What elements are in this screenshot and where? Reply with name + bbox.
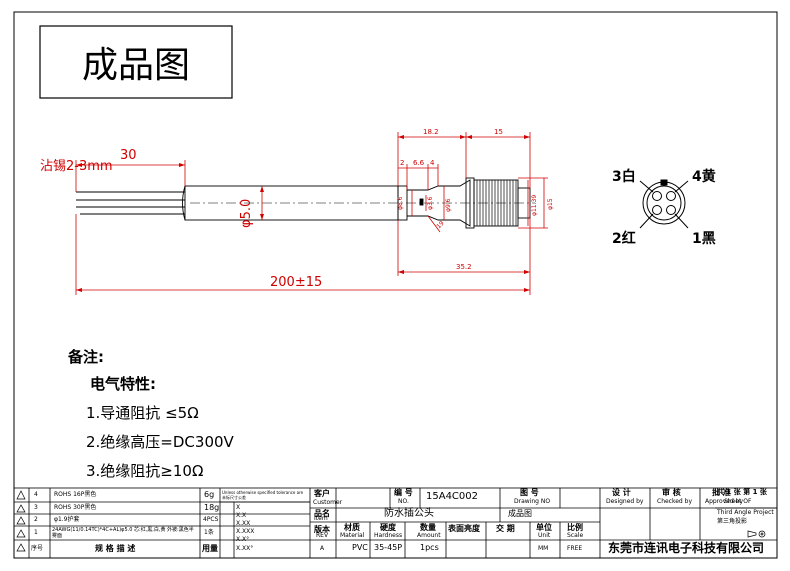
tolerance: X.X (236, 512, 247, 519)
amount-label: 数量 (420, 523, 436, 532)
dim-18-2: 18.2 (423, 128, 439, 136)
drawing-label: 图 号 (520, 488, 539, 497)
hardness-en: Hardness (374, 532, 403, 539)
row-desc: 24AWG(11/0.14TC)*4C+AL)φ5.0 芯:红,黑,白,黄 外被… (52, 527, 194, 539)
material-value: PVC (352, 543, 368, 552)
note-item: 2.绝缘高压=DC300V (86, 433, 234, 451)
scale-value: FREE (567, 545, 583, 552)
row-no: 2 (34, 516, 38, 523)
header-no: 序号 (31, 545, 44, 552)
dim-4: 4 (430, 159, 435, 167)
approved-label: 批 准 (712, 488, 731, 497)
row-no: 3 (34, 504, 38, 511)
rev-value: A (320, 545, 325, 552)
hardness-label: 硬度 (380, 523, 396, 532)
unit-label: 单位 (536, 523, 552, 532)
dim-tin-length: 30 (120, 148, 137, 163)
header-qty: 用量 (202, 544, 218, 553)
material-en: Material (340, 532, 365, 539)
customer-en: Customer (313, 499, 343, 506)
dim-phi8-6: φ8.6 (397, 196, 404, 211)
note-item: 1.导通阻抗 ≤5Ω (86, 404, 199, 422)
cross-label: 交 期 (496, 524, 515, 533)
dim-2: 2 (400, 159, 405, 167)
material-label: 材质 (344, 523, 360, 532)
dim-total-length: 200±15 (270, 275, 323, 290)
row-qty: 18g (204, 503, 220, 512)
designed-label: 设 计 (612, 488, 631, 497)
item-en: Item (314, 515, 328, 522)
tolerance: X.XXX (236, 528, 255, 535)
row-desc: φ1.9护套 (54, 516, 80, 523)
row-qty: 6g (204, 490, 215, 499)
drawing-title: 成品图 (81, 45, 190, 86)
dim-phi9-6: φ9.6 (445, 198, 452, 213)
amount-value: 1pcs (420, 543, 439, 552)
unit-en: Unit (538, 532, 551, 539)
hardness-value: 35-45P (374, 543, 403, 552)
drawing-value: 成品图 (508, 509, 532, 518)
row-no: 4 (34, 491, 38, 498)
no-value: 15A4C002 (426, 491, 478, 502)
dim-35-2: 35.2 (456, 263, 472, 271)
row-no: 1 (34, 529, 38, 536)
dim-phi3-6: φ3.6 (427, 196, 434, 211)
pin-4-label: 4黄 (692, 169, 716, 185)
projection: Third Angle Project (717, 509, 774, 516)
dim-6-6: 6.6 (413, 159, 425, 167)
header-desc: 规 格 描 述 (95, 544, 136, 553)
row-desc: ROHS 30P黑色 (54, 504, 97, 511)
scale-en: Scale (567, 532, 584, 539)
tolerance: X.XX° (236, 545, 254, 552)
checked-en: Checked by (657, 498, 693, 505)
pin-1-label: 1黑 (692, 231, 716, 247)
notes-heading: 备注: (68, 348, 104, 366)
tolerance: X (236, 504, 241, 511)
notes: 备注: 电气特性: 1.导通阻抗 ≤5Ω 2.绝缘高压=DC300V 3.绝缘阻… (68, 346, 234, 481)
row-qty: 1条 (204, 529, 214, 536)
pin-3-label: 3白 (612, 169, 636, 185)
sheet-en: Sheet OF (724, 498, 752, 505)
note-item: 3.绝缘阻抗≥10Ω (86, 462, 204, 480)
amount-en: Amount (417, 532, 441, 539)
approved-en: Approved by (705, 498, 744, 505)
scale-label: 比例 (567, 523, 583, 532)
customer-label: 客户 (314, 489, 330, 498)
tolerance-note: Unless otherwise specified tolerance are… (222, 490, 304, 501)
surface-label: 表面亮度 (448, 524, 480, 533)
tolerance: X.XX (236, 520, 251, 527)
row-desc: ROHS 16P黑色 (54, 491, 97, 498)
notes-subheading: 电气特性: (90, 375, 156, 393)
dim-15: 15 (494, 128, 503, 136)
row-qty: 4PCS (203, 516, 219, 523)
dim-tin-note: 沾锡2-3mm (40, 159, 113, 174)
rev-label: 版本 (314, 525, 330, 534)
drawing-en: Drawing NO (514, 498, 551, 505)
rev-en: REV (316, 532, 329, 539)
pin-2-label: 2红 (612, 231, 636, 247)
designed-en: Designed by (606, 498, 644, 505)
dim-cable-dia: φ5.0 (239, 198, 254, 228)
dim-phi11-39: φ11.39 (531, 194, 538, 216)
dim-phi15: φ15 (547, 198, 554, 210)
checked-label: 审 核 (662, 488, 681, 497)
unit-value: MM (538, 545, 549, 552)
tolerance: X.X° (236, 536, 250, 543)
item-value: 防水插公头 (384, 508, 434, 519)
projection-cn: 第三角投影 (717, 518, 748, 525)
company-name: 东莞市连讯电子科技有限公司 (608, 541, 765, 555)
sheet-label: 共 1 张 第 1 张 (717, 488, 767, 496)
item-label: 品名 (314, 509, 330, 518)
no-en: NO. (398, 498, 409, 505)
no-label: 编 号 (394, 488, 413, 497)
